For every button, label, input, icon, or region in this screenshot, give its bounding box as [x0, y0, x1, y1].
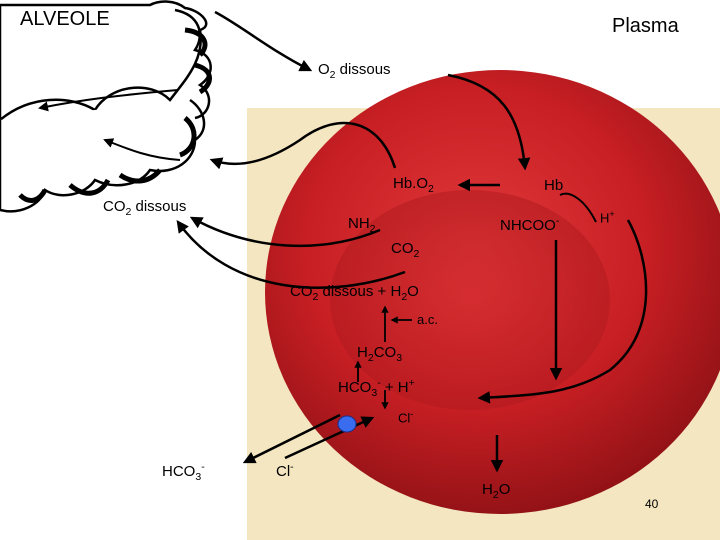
arrow-hbo2-to-alveole [209, 121, 397, 170]
label-nh2: NH2 [348, 215, 376, 235]
arrow-hco3-out [242, 413, 341, 464]
arrow-cl-in [284, 416, 375, 460]
label-cl-inner: Cl- [398, 409, 414, 426]
label-h2o-bottom: H2O [482, 481, 511, 501]
band3-transporter [337, 415, 357, 433]
page-number: 40 [645, 497, 659, 511]
arrow-o2-to-plasma [214, 10, 313, 72]
arrow-o2-to-hb [447, 73, 531, 171]
arrow-co2-out-2 [176, 219, 406, 290]
label-hbo2: Hb.O2 [393, 175, 434, 195]
label-h2co3: H2CO3 [357, 344, 403, 364]
label-h-plus-top: H+ [600, 209, 615, 226]
alveole-shape [0, 0, 212, 213]
cell-center-dimple [330, 190, 610, 410]
arrow-h-down [477, 219, 648, 404]
title-plasma: Plasma [612, 15, 679, 37]
label-nhcoo: NHCOO- [500, 215, 560, 234]
arrow-inner-1 [38, 89, 179, 112]
label-hco3-out: HCO3- [162, 461, 205, 483]
arrow-co2-out-1 [189, 216, 381, 248]
label-co2-inner: CO2 [391, 240, 420, 260]
label-cl-out: Cl- [276, 461, 294, 480]
arrow-h-plus [559, 192, 597, 223]
arrow-inner-2 [103, 138, 181, 161]
title-alveole: ALVEOLE [20, 8, 110, 30]
label-hco3-inner: HCO3- + H+ [338, 377, 415, 399]
label-o2-dissous: O2 dissous [318, 61, 391, 81]
label-ac: a.c. [417, 312, 438, 327]
label-hb: Hb [544, 177, 564, 194]
label-reaction: CO2 dissous + H2O [290, 283, 419, 303]
label-co2-dissous-left: CO2 dissous [103, 198, 187, 218]
